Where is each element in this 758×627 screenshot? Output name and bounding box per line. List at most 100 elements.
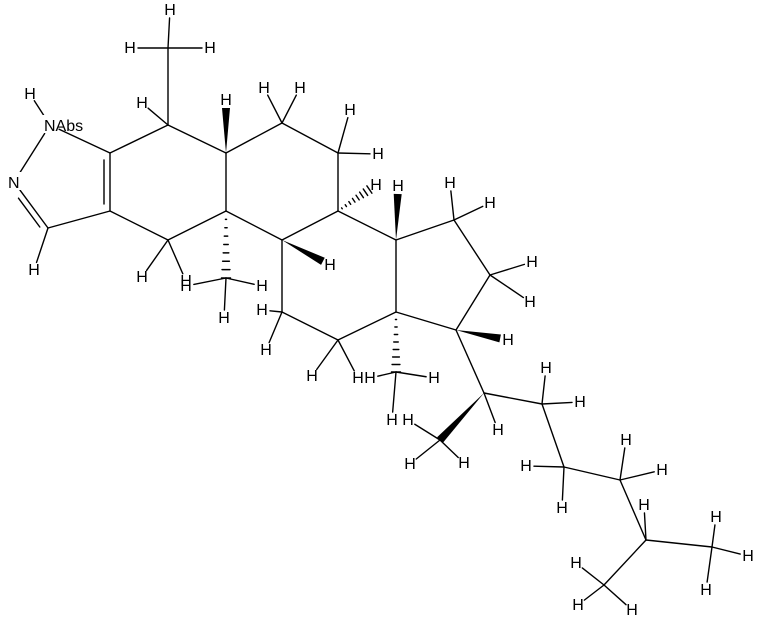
bond-C25-C27 (603, 539, 647, 586)
hydrogen-label: H (324, 257, 336, 274)
hydrogen-label: H (136, 95, 148, 112)
hydrogen-label: H (458, 455, 470, 472)
h-bond-C6m-10 (225, 277, 255, 285)
hydrogen-label: H (218, 310, 230, 327)
h-bond-C1-3 (147, 107, 169, 126)
h-bond-C13-22 (337, 339, 355, 372)
h-bond-C24-40 (619, 471, 655, 481)
hydrogen-label: H (136, 269, 148, 286)
hydrogen-label: H (258, 80, 270, 97)
bond-C7-C8 (225, 122, 283, 154)
hydrogen-label: H (570, 555, 582, 572)
h-bond-C25-41 (643, 512, 647, 541)
bond-layer (17, 17, 741, 606)
h-bond-C3-5 (35, 227, 49, 264)
bond-C22-C23 (541, 403, 565, 468)
stereo-h-wedge-C11 (282, 240, 325, 265)
h-bond-C27-47 (603, 584, 627, 606)
h-bond-C16-26 (450, 190, 455, 221)
hydrogen-label: H (620, 432, 632, 449)
h-bond-C14m-24 (377, 371, 397, 377)
hydrogen-label: H (540, 360, 552, 377)
h-bond-C23-38 (561, 466, 565, 501)
hydrogen-label: H (220, 92, 232, 109)
bond-C3a-N1 (58, 128, 111, 154)
hydrogen-label: H (524, 294, 536, 311)
hydrogen-label: H (392, 178, 404, 195)
stereo-h-layer (222, 108, 501, 343)
h-bond-C21-34 (439, 439, 459, 459)
bond-C8-C9 (281, 122, 339, 154)
hydrogen-label: H (638, 497, 650, 514)
h-bond-C9-15 (337, 152, 371, 155)
stereo-h-hash-C10 (340, 185, 373, 210)
h-bond-C8-12 (266, 94, 283, 124)
stereo-h-wedge-C18 (456, 330, 501, 343)
hydrogen-label: H (492, 422, 504, 439)
hydrogen-label: H (526, 254, 538, 271)
bond-C18-C20 (455, 329, 485, 394)
hydrogen-label: H (626, 602, 638, 619)
stereo-h-wedge-C15 (393, 193, 402, 240)
hydrogen-label: H (256, 278, 268, 295)
bond-C20-C22 (483, 392, 543, 405)
hydrogen-label: H (124, 40, 136, 57)
bond-N2-C3 (19, 189, 49, 229)
bond-C6-C6m (220, 218, 232, 279)
h-bond-C23-37 (533, 465, 565, 468)
bond-N2-C3-second-line (17, 197, 41, 228)
bond-C3-C7a (47, 210, 111, 229)
bond-C1-C3a (109, 124, 169, 154)
h-bond-C14m-23 (391, 371, 397, 413)
hydrogen-label: H (484, 195, 496, 212)
bond-C1-C7 (167, 124, 227, 154)
hydrogen-label: H (260, 342, 272, 359)
hydrogen-label: H (28, 262, 40, 279)
h-bond-C20-31 (483, 392, 496, 424)
h-bond-C24-39 (619, 447, 626, 481)
hydrogen-label: H (344, 102, 356, 119)
bond-C15-C10 (337, 210, 397, 241)
h-bond-C17-28 (489, 263, 526, 276)
hydrogen-label: H (24, 86, 36, 103)
bond-C24-C25 (619, 479, 647, 541)
bond-C14-C14m (390, 318, 402, 373)
bond-C16-C17 (453, 219, 491, 276)
hydrogen-label: H (520, 458, 532, 475)
hydrogen-label: H (294, 80, 306, 97)
hydrogen-label: H (372, 146, 384, 163)
hydrogen-label: H (164, 2, 176, 19)
h-bond-C6m-8 (223, 277, 227, 311)
hydrogen-label: H (180, 278, 192, 295)
hydrogen-label: H (574, 394, 586, 411)
hydrogen-label: H (502, 332, 514, 349)
bond-C15-C16 (395, 219, 455, 241)
atom-label-N1: NAbs (44, 118, 83, 135)
h-bond-C22-36 (541, 401, 573, 405)
bond-C25-C26 (645, 539, 713, 548)
h-bond-C9-14 (337, 117, 349, 154)
h-bond-C8-13 (281, 94, 298, 124)
bond-C10-C11 (281, 210, 339, 241)
hydrogen-label: H (404, 456, 416, 473)
hydrogen-label: H (364, 370, 376, 387)
bond-C23-C24 (563, 466, 621, 481)
hydrogen-label: H (444, 175, 456, 192)
hydrogen-label: H (256, 302, 268, 319)
h-bond-C22-35 (541, 375, 546, 405)
h-bond-C12-20 (268, 311, 283, 344)
hydrogen-label: H (572, 597, 584, 614)
hydrogen-label: H (402, 412, 414, 429)
h-bond-C5-6 (145, 239, 169, 272)
h-bond-C14m-25 (395, 371, 427, 378)
h-bond-C16-27 (453, 205, 484, 221)
atom-label-N2: N (8, 175, 20, 192)
h-bond-C6m-9 (193, 277, 227, 286)
atom-label-background (6, 172, 22, 190)
bond-C5-C6 (167, 210, 227, 241)
hydrogen-label: H (386, 412, 398, 429)
h-bond-C12-19 (269, 310, 283, 313)
